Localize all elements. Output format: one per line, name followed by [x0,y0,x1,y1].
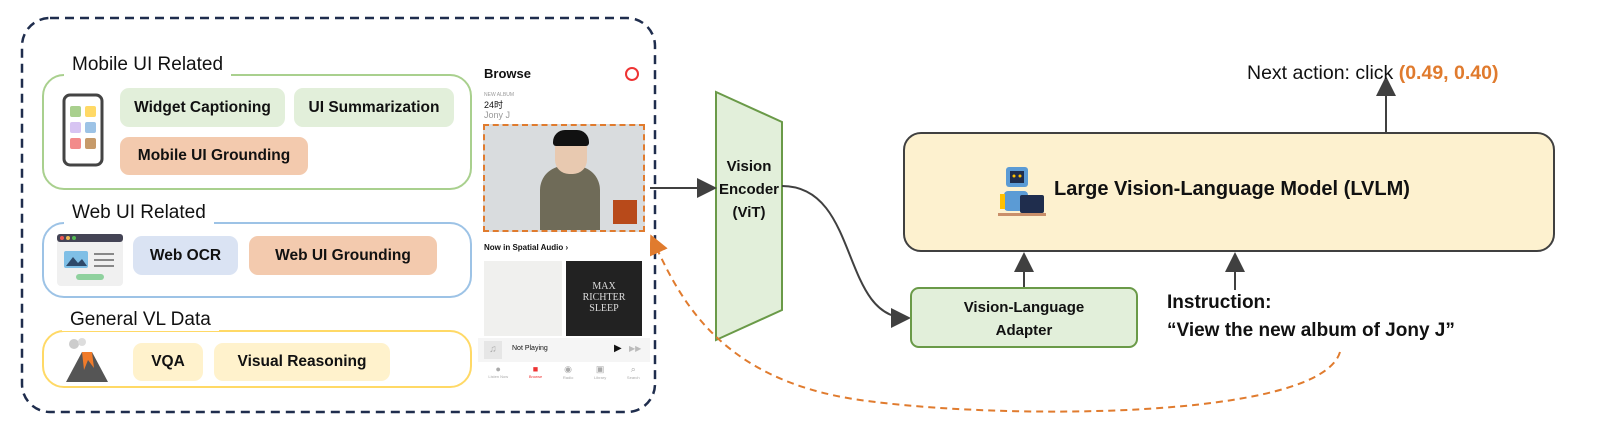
browse-header: Browse [484,66,531,81]
lvlm-label: Large Vision-Language Model (LVLM) [1054,178,1410,200]
album-tag: NEW ALBUM [484,92,515,98]
tab-bar: ●Listen Now ■Browse ◉Radio ▣Library ⌕Sea… [478,364,650,386]
mobile-screenshot: Browse NEW ALBUM 24时 Jony J Now in Spati… [478,58,650,386]
play-icon[interactable]: ▶ [614,343,622,354]
album-cover-3[interactable]: MAX RICHTER SLEEP [566,261,642,336]
lvlm-box [903,132,1555,252]
arrow-encoder-to-adapter [781,185,911,328]
task-vqa: VQA [133,343,203,381]
task-widget-captioning: Widget Captioning [120,88,285,127]
tab-browse[interactable]: ■Browse [528,364,543,379]
tab-listen-now[interactable]: ●Listen Now [488,364,509,379]
album-cover-2[interactable] [484,261,562,336]
section-spatial-audio[interactable]: Now in Spatial Audio › [484,243,569,252]
account-icon [625,67,639,81]
next-action-output: Next action: click (0.49, 0.40) [1247,62,1499,84]
browser-window-icon [57,234,123,286]
robot-laptop-icon [998,167,1046,216]
now-playing-bar[interactable]: ♫ Not Playing ▶ ▶▶ [478,338,650,362]
general-vl-group [42,330,472,388]
tab-search[interactable]: ⌕Search [626,364,640,380]
phone-icon [62,93,104,167]
now-playing-label: Not Playing [512,345,548,352]
task-mobile-ui-grounding: Mobile UI Grounding [120,137,308,175]
group-title: General VL Data [62,309,219,331]
group-title: Mobile UI Related [64,54,232,76]
click-coordinates: (0.49, 0.40) [1398,62,1499,84]
album-cover-target [483,124,645,232]
task-web-ocr: Web OCR [133,236,238,275]
mobile-ui-group [42,74,472,190]
web-ui-group [42,222,472,298]
instruction-text: Instruction: “View the new album of Jony… [1167,292,1455,341]
album-title: 24时 [484,100,504,110]
tab-radio[interactable]: ◉Radio [562,364,574,380]
task-ui-summarization: UI Summarization [294,88,454,127]
forward-icon[interactable]: ▶▶ [629,344,642,353]
group-title: Web UI Related [64,202,214,224]
task-web-ui-grounding: Web UI Grounding [249,236,437,275]
volcano-icon [66,338,108,382]
task-visual-reasoning: Visual Reasoning [214,343,390,381]
music-note-icon: ♫ [484,341,502,359]
artist-name: Jony J [484,110,511,120]
tab-library[interactable]: ▣Library [594,364,607,380]
